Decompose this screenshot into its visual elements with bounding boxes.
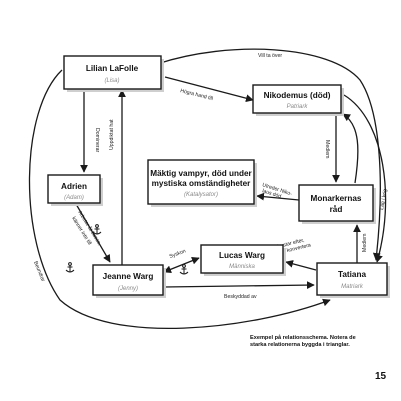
caption-line-2: starka relationerna byggda i trianglar. bbox=[250, 342, 350, 348]
edge-arbetar bbox=[75, 203, 111, 263]
node-sub: (Jenny) bbox=[118, 286, 138, 292]
anchor-icon bbox=[92, 224, 102, 235]
edge-hogra-hand bbox=[164, 76, 254, 102]
edge-label-beundrar: Beundrar bbox=[32, 261, 46, 283]
anchor-icon bbox=[65, 262, 75, 273]
node-sub: (Lisa) bbox=[104, 78, 119, 84]
node-tatiana: Tatiana Matriark bbox=[316, 262, 390, 298]
edge-label-dominerar: Dominerar bbox=[94, 128, 100, 152]
node-jeanne: Jeanne Warg (Jenny) bbox=[92, 264, 166, 298]
node-name: Lucas Warg bbox=[219, 251, 265, 260]
edge-label-utreder-2: laus död bbox=[261, 188, 282, 200]
node-name: Jeanne Warg bbox=[103, 272, 154, 281]
node-name: Mäktig vampyr, död under bbox=[150, 169, 252, 178]
edge-utreder bbox=[256, 192, 300, 201]
node-name: Nikodemus (död) bbox=[264, 91, 331, 100]
node-sub: Patriark bbox=[287, 104, 309, 110]
caption-line-1: Exempel på relationsschema. Notera de bbox=[250, 335, 356, 341]
edge-lustar bbox=[285, 260, 317, 271]
node-monarkernas: Monarkernas råd bbox=[298, 184, 376, 224]
node-name-2: mystiska omständigheter bbox=[152, 179, 252, 188]
edge-label-medlem1: Medlem bbox=[324, 140, 330, 158]
edge-vill-ta bbox=[156, 48, 381, 261]
edge-label-medlem2: Medlem bbox=[362, 234, 368, 252]
node-nikodemus: Nikodemus (död) Patriark bbox=[252, 84, 344, 116]
node-sub: (Katalysator) bbox=[184, 192, 218, 198]
edge-beundrar bbox=[28, 69, 331, 330]
node-sub: (Adam) bbox=[64, 195, 84, 201]
node-name: Tatiana bbox=[338, 270, 367, 279]
node-lucas: Lucas Warg Människa bbox=[200, 244, 286, 276]
edge-label-hogra-hand: Högra hand till bbox=[180, 88, 214, 102]
edge-medlem1-return bbox=[342, 113, 359, 184]
edge-label-beskyddad: Beskyddad av bbox=[224, 294, 257, 300]
node-name-2: råd bbox=[330, 204, 343, 214]
node-sub: Människa bbox=[229, 264, 255, 270]
edge-beskyddad bbox=[163, 281, 315, 289]
edge-lag-krig bbox=[343, 94, 387, 263]
node-name: Lilian LaFolle bbox=[86, 64, 139, 73]
node-name: Monarkernas bbox=[311, 194, 362, 203]
node-vampyr: Mäktig vampyr, död under mystiska omstän… bbox=[147, 159, 257, 207]
node-lilian: Lilian LaFolle (Lisa) bbox=[63, 55, 164, 92]
anchor-icon bbox=[179, 264, 189, 275]
edge-label-lag-krig: Låg i krig bbox=[378, 188, 389, 210]
page-number: 15 bbox=[375, 371, 387, 382]
node-sub: Matriark bbox=[341, 284, 364, 290]
edge-syskon bbox=[163, 256, 200, 274]
node-name: Adrien bbox=[61, 182, 87, 191]
figure-caption: Exempel på relationsschema. Notera de st… bbox=[250, 335, 370, 349]
edge-label-syskon: Syskon bbox=[169, 248, 187, 259]
edge-label-vill-ta: Vill ta över bbox=[258, 53, 282, 59]
edge-label-uppdikt: Uppdiktat hat bbox=[109, 119, 115, 150]
node-adrien: Adrien (Adam) bbox=[47, 174, 103, 206]
